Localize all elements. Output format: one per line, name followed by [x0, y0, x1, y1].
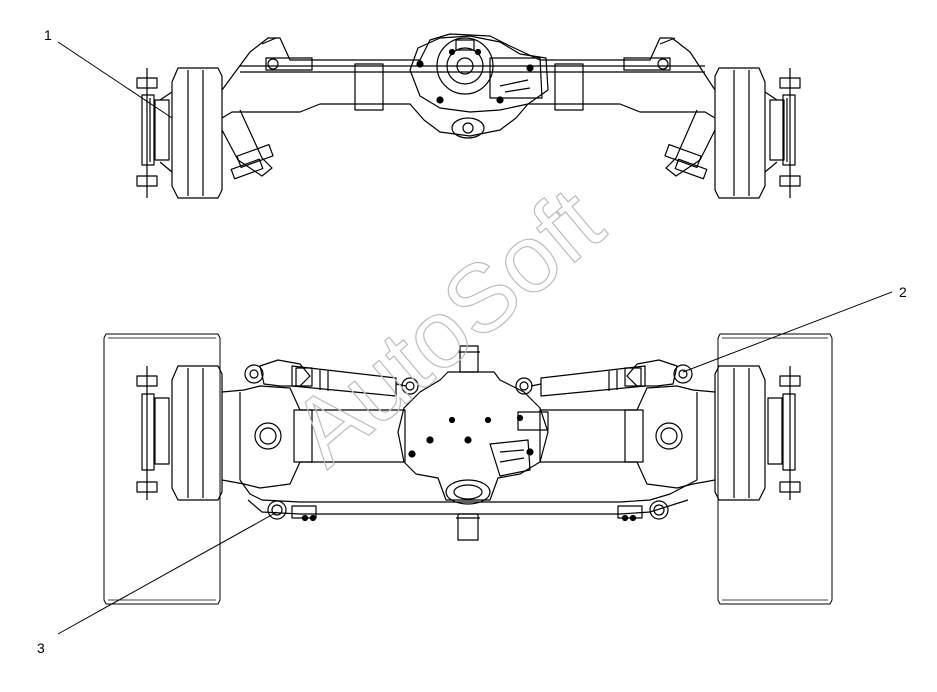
callout-label-3: 3: [37, 640, 45, 656]
top-left-hub-flange: [136, 68, 170, 198]
leader-line-1: [57, 41, 173, 119]
leader-line-2: [682, 291, 893, 373]
bottom-axle-view: [103, 333, 833, 605]
top-axle-view: [136, 33, 801, 199]
leader-line-3: [57, 511, 278, 635]
top-right-brake-drum: [714, 67, 778, 199]
callout-label-2: 2: [899, 284, 907, 300]
right-tire: [717, 333, 833, 605]
callout-label-1: 1: [44, 27, 52, 43]
right-steering-cylinder: [515, 359, 693, 397]
bottom-left-hub: [136, 365, 223, 501]
top-right-hub-flange: [769, 68, 801, 198]
bottom-differential: [397, 345, 549, 541]
bottom-right-hub: [714, 365, 801, 501]
leader-lines: [57, 41, 893, 635]
top-axle-beam: [221, 33, 716, 180]
left-steering-cylinder: [244, 359, 419, 397]
top-left-brake-drum: [159, 67, 223, 199]
top-differential: [409, 35, 549, 139]
left-tire: [103, 333, 221, 605]
